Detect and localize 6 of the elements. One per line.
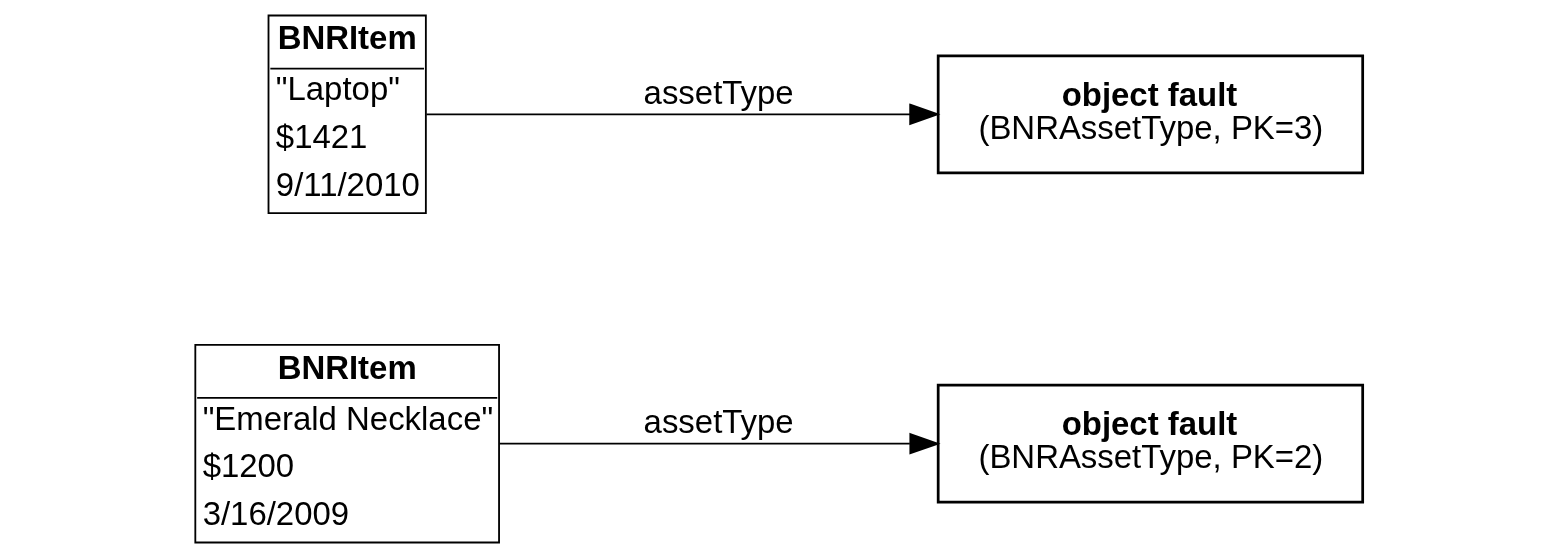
arrow <box>425 103 941 126</box>
edge-label: assetType <box>643 74 794 112</box>
node-box: object fault (BNRAssetType, PK=3) <box>936 54 1365 175</box>
node-box: object fault (BNRAssetType, PK=2) <box>936 383 1365 504</box>
arrow <box>498 432 941 455</box>
edge-label: assetType <box>643 403 794 441</box>
